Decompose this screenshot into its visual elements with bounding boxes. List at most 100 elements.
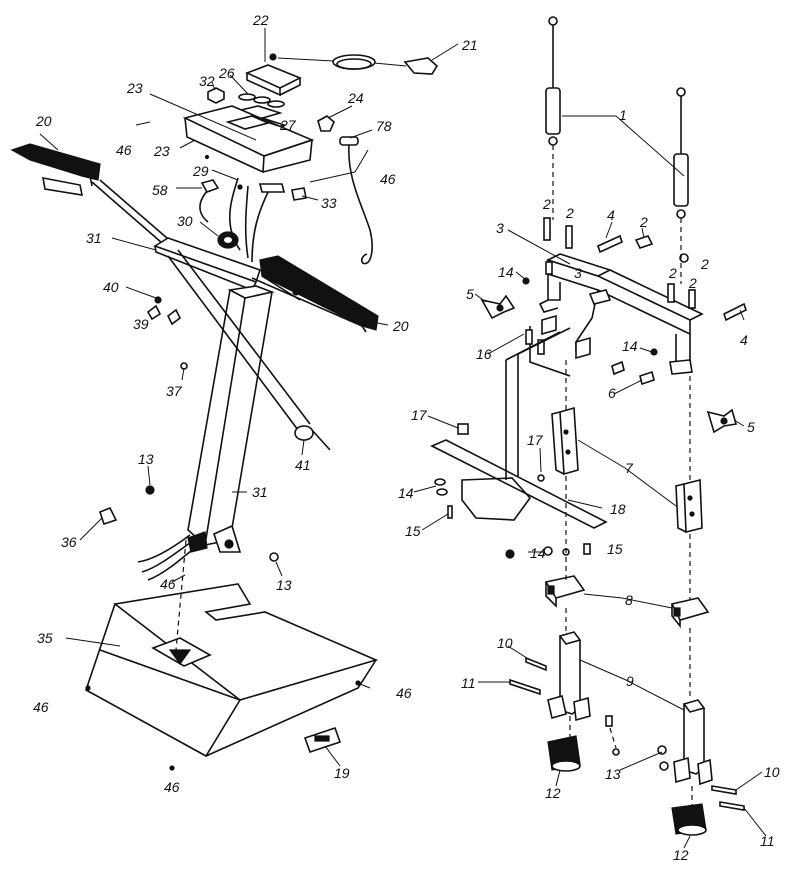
- callout-29: 29: [193, 163, 209, 179]
- callout-23-mid: 23: [154, 143, 170, 159]
- callout-24: 24: [348, 90, 364, 106]
- callout-7: 7: [625, 460, 633, 476]
- callout-12-left: 12: [545, 785, 561, 801]
- callout-15-left: 15: [405, 523, 421, 539]
- part-7-channel-left: [551, 406, 579, 476]
- part-1-gas-spring-left: [545, 16, 561, 146]
- callout-46-base-left: 46: [33, 699, 49, 715]
- callout-14-right: 14: [622, 338, 638, 354]
- callout-2-d: 2: [701, 256, 709, 272]
- callout-2-c: 2: [640, 214, 648, 230]
- callout-32: 32: [199, 73, 215, 89]
- callout-35: 35: [37, 630, 53, 646]
- callout-17-left: 17: [411, 407, 427, 423]
- callout-13-right: 13: [276, 577, 292, 593]
- callout-21: 21: [462, 37, 478, 53]
- callout-31-crossbar: 31: [86, 230, 102, 246]
- callout-13-bottom: 13: [605, 766, 621, 782]
- base-cables: [137, 531, 208, 581]
- callout-23-top: 23: [127, 80, 143, 96]
- callout-10-right: 10: [764, 764, 780, 780]
- callout-10-left: 10: [497, 635, 513, 651]
- part-21-bracket: [269, 53, 439, 75]
- callout-14-mid: 14: [398, 485, 414, 501]
- part-12-foot-left: [547, 735, 581, 772]
- right-dashed-guides: [552, 145, 693, 806]
- part-31-crossbar: [153, 237, 262, 292]
- callout-18: 18: [610, 501, 626, 517]
- callout-5-left: 5: [466, 286, 474, 302]
- callout-14-bottom: 14: [530, 545, 546, 561]
- part-8-bracket-left: [544, 575, 586, 608]
- callout-3-b: 3: [574, 265, 582, 281]
- callout-37: 37: [166, 383, 182, 399]
- right-hardware: [522, 217, 747, 386]
- callout-2-f: 2: [689, 275, 697, 291]
- callout-27: 27: [280, 117, 296, 133]
- callout-11-left: 11: [461, 675, 476, 691]
- callout-5-right: 5: [747, 419, 755, 435]
- callout-46-top-left: 46: [116, 142, 132, 158]
- footrest-hardware: [434, 478, 591, 559]
- part-24-clip: [317, 115, 335, 132]
- callout-2-a: 2: [543, 196, 551, 212]
- part-22-cap: [244, 64, 302, 97]
- part-7-channel-right: [675, 478, 703, 534]
- callout-58: 58: [152, 182, 168, 198]
- callout-2-b: 2: [566, 205, 574, 221]
- callout-36: 36: [61, 534, 77, 550]
- callout-11-right: 11: [760, 833, 775, 849]
- part-1-gas-spring-right: [673, 87, 689, 219]
- callout-4-top: 4: [607, 207, 615, 223]
- part-12-foot-right: [671, 803, 707, 836]
- part-30-grommet: [217, 231, 239, 249]
- callout-22: 22: [253, 12, 269, 28]
- callout-12-right: 12: [673, 847, 689, 863]
- callout-31-mast: 31: [252, 484, 268, 500]
- part-3-upper-frame: [529, 253, 704, 377]
- part-20-left-handle: [10, 143, 176, 251]
- callout-15-right: 15: [607, 541, 623, 557]
- part-9-leg-right: [673, 699, 713, 786]
- callout-6: 6: [608, 385, 616, 401]
- part-41-strut: [167, 249, 331, 451]
- leg-hardware: [509, 656, 745, 811]
- left-leader-lines: [39, 28, 459, 767]
- callout-26: 26: [219, 65, 235, 81]
- callout-16: 16: [476, 346, 492, 362]
- part-31-mast: [187, 285, 275, 553]
- wiring-harness: [199, 177, 307, 263]
- part-5-wing-nut-left: [480, 294, 516, 320]
- callout-20-right: 20: [393, 318, 409, 334]
- callout-8: 8: [625, 592, 633, 608]
- part-18-footrest: [430, 327, 608, 529]
- part-78-plug: [339, 136, 373, 265]
- right-leader-lines: [413, 115, 767, 849]
- part-5-wing-nut-right: [706, 408, 738, 434]
- part-8-bracket-right: [670, 597, 710, 629]
- callout-78: 78: [376, 118, 392, 134]
- callout-1: 1: [619, 107, 627, 123]
- callout-14-top: 14: [498, 264, 514, 280]
- callout-41: 41: [295, 457, 311, 473]
- callout-33: 33: [321, 195, 337, 211]
- callout-17-mid: 17: [527, 432, 543, 448]
- callout-46-base-right: 46: [396, 685, 412, 701]
- part-32-knob: [207, 87, 225, 104]
- callout-46-mid: 46: [160, 576, 176, 592]
- callout-30: 30: [177, 213, 193, 229]
- part-9-leg-left: [547, 631, 591, 722]
- callout-39: 39: [133, 316, 149, 332]
- callout-19: 19: [334, 765, 350, 781]
- callout-46-top-right: 46: [380, 171, 396, 187]
- callout-40: 40: [103, 279, 119, 295]
- callout-4-right: 4: [740, 332, 748, 348]
- left-hardware: [85, 296, 361, 771]
- part-26-washers: [238, 93, 285, 108]
- part-35-base: [85, 583, 379, 758]
- callout-13-left: 13: [138, 451, 154, 467]
- callout-9: 9: [626, 673, 634, 689]
- callout-46-base-bottom: 46: [164, 779, 180, 795]
